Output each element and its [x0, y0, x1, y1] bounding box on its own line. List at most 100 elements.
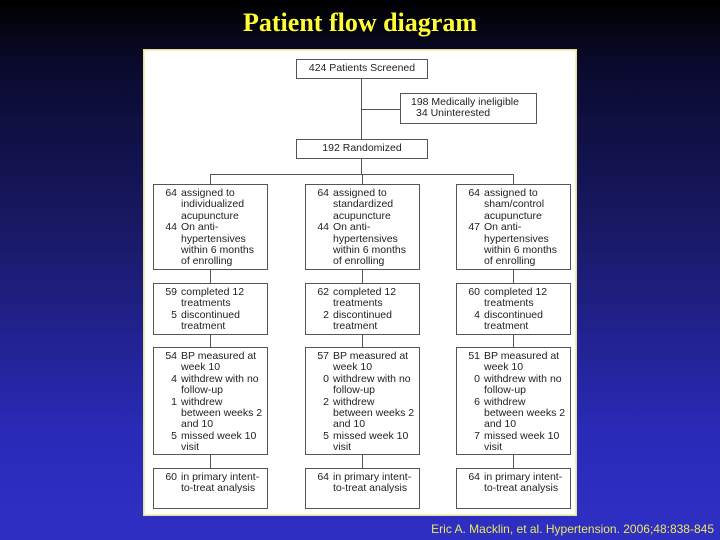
- entry-count: 5: [171, 429, 177, 442]
- connector-arm-1-top: [210, 174, 211, 184]
- entry-count: 64: [468, 471, 480, 483]
- connector-trunk: [361, 78, 362, 139]
- entry-text: BP measured at week 10: [181, 350, 257, 374]
- entry: 4 discontinued treatment: [461, 308, 566, 333]
- entry-text: On anti-hypertensives within 6 months of…: [181, 221, 254, 268]
- entry: 51 BP measured at week 10: [461, 350, 566, 374]
- excluded-line2: 34 Uninterested: [416, 107, 491, 120]
- entry: 2 discontinued treatment: [310, 308, 415, 333]
- entry-count: 4: [474, 308, 480, 321]
- entry-text: withdrew with no follow-up: [333, 372, 411, 397]
- entry-text: completed 12 treatments: [181, 286, 245, 310]
- entry-text: completed 12 treatments: [484, 286, 548, 310]
- entry-count: 5: [171, 308, 177, 321]
- entry-count: 2: [323, 395, 329, 408]
- entry-count: 62: [317, 286, 329, 298]
- entry-text: BP measured at week 10: [484, 350, 560, 374]
- excluded-line1: 198 Medically ineligible: [411, 96, 519, 108]
- entry-text: withdrew between weeks 2 and 10: [484, 395, 566, 431]
- entry-text: On anti-hypertensives within 6 months of…: [333, 221, 406, 268]
- citation: Eric A. Macklin, et al. Hypertension. 20…: [431, 522, 714, 536]
- entry-count: 5: [323, 429, 329, 442]
- connector-to-excluded: [361, 109, 400, 110]
- entry-count: 64: [165, 187, 177, 199]
- connector-arm-3-2: [513, 335, 514, 347]
- entry-count: 59: [165, 286, 177, 298]
- arm-1-treatment-box: 59 completed 12 treatments 5 discontinued t…: [153, 283, 268, 335]
- entry-count: 47: [468, 221, 480, 234]
- entry-text: in primary intent-to-treat analysis: [181, 471, 260, 495]
- entry-text: discontinued treatment: [333, 308, 392, 333]
- entry: 0 withdrew with no follow-up: [310, 372, 415, 397]
- entry-count: 1: [171, 395, 177, 408]
- entry: 64 in primary intent-to-treat analysis: [461, 471, 566, 495]
- connector-arm-2-2: [362, 335, 363, 347]
- connector-randomized-down: [361, 158, 362, 174]
- entry-text: missed week 10 visit: [484, 429, 560, 454]
- entry-text: withdrew with no follow-up: [181, 372, 259, 397]
- entry: 64 assigned to standardized acupuncture: [310, 187, 415, 222]
- entry-text: in primary intent-to-treat analysis: [484, 471, 563, 495]
- entry: 6 withdrew between weeks 2 and 10: [461, 395, 566, 431]
- connector-branch: [210, 174, 513, 175]
- entry: 44 On anti-hypertensives within 6 months …: [310, 222, 415, 268]
- entry-text: discontinued treatment: [181, 308, 240, 333]
- entry-count: 7: [474, 429, 480, 442]
- connector-arm-1-1: [210, 270, 211, 283]
- entry: 4 withdrew with no follow-up: [158, 372, 263, 397]
- arm-3-treatment-box: 60 completed 12 treatments 4 discontinued t…: [456, 283, 571, 335]
- entry: 64 assigned to sham/control acupuncture: [461, 187, 566, 222]
- flow-diagram-panel: 424 Patients Screened 198 Medically inel…: [144, 50, 576, 515]
- entry: 5 discontinued treatment: [158, 308, 263, 333]
- entry: 59 completed 12 treatments: [158, 286, 263, 310]
- connector-arm-3-3: [513, 455, 514, 468]
- excluded-box: 198 Medically ineligible 34 Uninterested: [400, 93, 537, 124]
- arm-1-analysis-box: 60 in primary intent-to-treat analysis: [153, 468, 268, 509]
- entry-text: discontinued treatment: [484, 308, 543, 333]
- entry-count: 0: [323, 372, 329, 385]
- entry-text: in primary intent-to-treat analysis: [333, 471, 412, 495]
- entry: 60 completed 12 treatments: [461, 286, 566, 310]
- arm-1-assigned-box: 64 assigned to individualized acupuncture…: [153, 184, 268, 270]
- entry-text: BP measured at week 10: [333, 350, 409, 374]
- entry: 47 On anti-hypertensives within 6 months …: [461, 222, 566, 268]
- entry-count: 64: [468, 187, 480, 199]
- entry: 64 assigned to individualized acupuncture: [158, 187, 263, 222]
- entry: 7 missed week 10 visit: [461, 429, 566, 454]
- entry: 5 missed week 10 visit: [310, 429, 415, 454]
- entry-count: 44: [317, 221, 329, 234]
- screened-box: 424 Patients Screened: [296, 59, 428, 79]
- connector-arm-3-top: [513, 174, 514, 184]
- randomized-box: 192 Randomized: [296, 139, 428, 159]
- connector-arm-1-3: [210, 455, 211, 468]
- entry-text: assigned to sham/control acupuncture: [484, 187, 545, 222]
- entry-text: assigned to standardized acupuncture: [333, 187, 394, 222]
- connector-arm-2-1: [362, 270, 363, 283]
- entry-count: 64: [317, 187, 329, 199]
- entry: 60 in primary intent-to-treat analysis: [158, 471, 263, 495]
- entry-count: 6: [474, 395, 480, 408]
- entry-text: withdrew between weeks 2 and 10: [333, 395, 415, 431]
- entry-count: 60: [468, 286, 480, 298]
- entry-count: 51: [468, 350, 480, 362]
- connector-arm-2-3: [362, 455, 363, 468]
- entry-text: withdrew between weeks 2 and 10: [181, 395, 263, 431]
- entry-text: assigned to individualized acupuncture: [181, 187, 245, 222]
- entry-text: missed week 10 visit: [333, 429, 409, 454]
- entry-text: On anti-hypertensives within 6 months of…: [484, 221, 557, 268]
- entry-count: 60: [165, 471, 177, 483]
- arm-3-analysis-box: 64 in primary intent-to-treat analysis: [456, 468, 571, 509]
- entry-count: 4: [171, 372, 177, 385]
- entry-count: 2: [323, 308, 329, 321]
